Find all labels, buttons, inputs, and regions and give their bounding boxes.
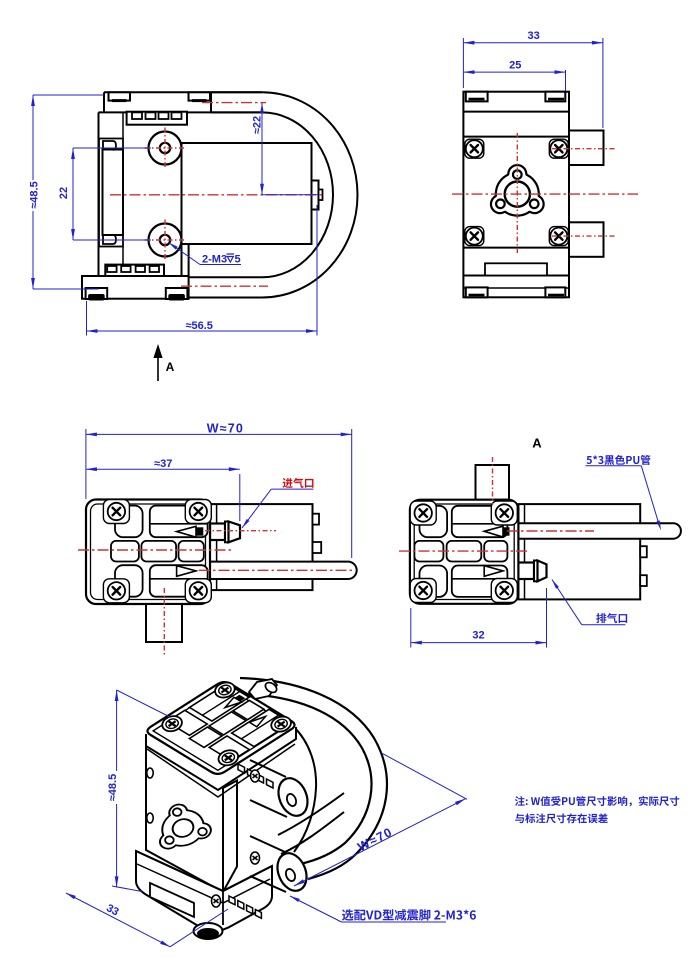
- svg-text:≈22: ≈22: [252, 116, 264, 134]
- svg-text:32: 32: [472, 630, 484, 642]
- svg-text:A: A: [532, 436, 542, 451]
- svg-text:≈48.5: ≈48.5: [107, 774, 119, 801]
- svg-text:A: A: [166, 360, 175, 374]
- svg-text:≈56.5: ≈56.5: [185, 320, 212, 332]
- svg-text:25: 25: [509, 60, 521, 72]
- svg-text:22: 22: [58, 187, 70, 199]
- svg-text:≈37: ≈37: [154, 458, 172, 470]
- svg-text:33: 33: [104, 902, 120, 918]
- svg-text:33: 33: [527, 30, 539, 42]
- svg-text:5: 5: [235, 254, 241, 266]
- svg-text:2-M3: 2-M3: [202, 254, 227, 266]
- svg-text:W≈70: W≈70: [207, 422, 244, 436]
- svg-text:≈48.5: ≈48.5: [29, 181, 41, 208]
